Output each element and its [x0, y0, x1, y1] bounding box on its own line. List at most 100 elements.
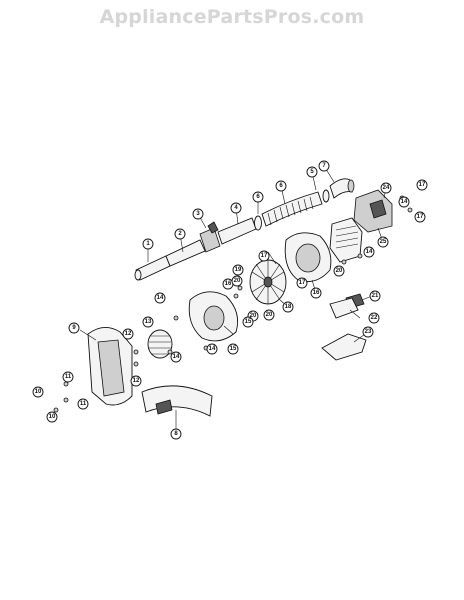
callout-23: 23 — [362, 326, 374, 338]
callout-11a: 11 — [62, 371, 74, 383]
callout-14d: 14 — [363, 246, 375, 258]
svg-text:14: 14 — [401, 199, 408, 205]
svg-text:11: 11 — [65, 374, 72, 380]
svg-text:25: 25 — [380, 239, 387, 245]
callout-14c: 14 — [206, 343, 218, 355]
engine-cover-vent — [369, 199, 387, 219]
svg-text:3: 3 — [196, 211, 200, 217]
callout-15: 15 — [227, 343, 239, 355]
callout-10a: 10 — [32, 386, 44, 398]
part-flex-tube — [261, 191, 323, 227]
callout-12b: 12 — [130, 375, 142, 387]
callout-17c: 17 — [416, 179, 428, 191]
svg-text:22: 22 — [371, 315, 378, 321]
frame-pad — [97, 339, 125, 397]
callout-8: 8 — [170, 428, 182, 440]
callout-14a: 14 — [154, 292, 166, 304]
part-tube-section — [217, 217, 257, 245]
callout-7: 7 — [318, 160, 330, 172]
callout-2: 2 — [174, 228, 186, 240]
svg-text:20: 20 — [266, 312, 273, 318]
svg-text:12: 12 — [133, 378, 140, 384]
callout-9: 9 — [68, 322, 80, 334]
svg-text:5: 5 — [310, 169, 314, 175]
svg-text:23: 23 — [365, 329, 372, 335]
nozzle-opening — [134, 269, 142, 281]
svg-text:14: 14 — [209, 346, 216, 352]
svg-text:15: 15 — [245, 319, 252, 325]
housing-opening — [295, 243, 321, 273]
watermark-logo: AppliancePartsPros.com — [99, 6, 365, 28]
clamp-knob — [207, 221, 219, 234]
elbow-opening — [347, 179, 355, 193]
blower-tube-assembly — [134, 178, 355, 281]
svg-text:7: 7 — [322, 163, 326, 169]
front-housing-inlet — [203, 305, 225, 331]
svg-text:16: 16 — [225, 281, 232, 287]
svg-text:6: 6 — [256, 194, 260, 200]
impeller — [249, 259, 287, 305]
svg-text:8: 8 — [174, 431, 178, 437]
engine-assembly — [329, 189, 393, 263]
svg-text:14: 14 — [366, 249, 373, 255]
strap-belt — [141, 385, 213, 417]
svg-text:20: 20 — [336, 268, 343, 274]
svg-text:17: 17 — [417, 214, 424, 220]
callout-1: 1 — [142, 238, 154, 250]
callout-25: 25 — [377, 236, 389, 248]
callout-17d: 17 — [414, 211, 426, 223]
svg-text:2: 2 — [178, 231, 182, 237]
callout-16b: 16 — [310, 287, 322, 299]
svg-text:10: 10 — [49, 414, 56, 420]
svg-text:13: 13 — [145, 319, 152, 325]
callout-22: 22 — [368, 312, 380, 324]
part-tube-clamp — [199, 227, 221, 253]
svg-text:4: 4 — [234, 205, 238, 211]
fan-housing-back — [284, 232, 332, 283]
svg-text:11: 11 — [80, 401, 87, 407]
callout-13: 13 — [142, 316, 154, 328]
callout-17a: 17 — [258, 250, 270, 262]
callout-20d: 20 — [263, 309, 275, 321]
callout-10b: 10 — [46, 411, 58, 423]
callout-17b: 17 — [296, 277, 308, 289]
callout-4: 4 — [230, 202, 242, 214]
svg-text:6: 6 — [279, 183, 283, 189]
callout-12a: 12 — [122, 328, 134, 340]
part-23-base — [321, 333, 367, 361]
intake-grille — [147, 329, 173, 359]
svg-text:17: 17 — [419, 182, 426, 188]
svg-text:19: 19 — [235, 267, 242, 273]
callout-6b: 6 — [275, 180, 287, 192]
svg-text:24: 24 — [383, 185, 390, 191]
callout-24: 24 — [380, 182, 392, 194]
callout-3: 3 — [192, 208, 204, 220]
callout-19: 19 — [232, 264, 244, 276]
svg-text:18: 18 — [285, 304, 292, 310]
part-22 — [329, 297, 359, 319]
impeller-hub — [263, 276, 273, 288]
callout-5: 5 — [306, 166, 318, 178]
svg-text:9: 9 — [72, 325, 76, 331]
callout-6: 6 — [252, 191, 264, 203]
svg-text:1: 1 — [146, 241, 150, 247]
callout-21: 21 — [369, 290, 381, 302]
svg-text:21: 21 — [372, 293, 379, 299]
part-straight-tube — [165, 239, 206, 267]
callout-15b: 15 — [242, 316, 254, 328]
callout-11b: 11 — [77, 398, 89, 410]
fan-housing-front — [188, 291, 239, 342]
svg-text:17: 17 — [299, 280, 306, 286]
svg-text:10: 10 — [35, 389, 42, 395]
svg-text:20: 20 — [234, 278, 241, 284]
part-ring — [254, 215, 262, 231]
callout-14b: 14 — [170, 351, 182, 363]
svg-text:15: 15 — [230, 346, 237, 352]
svg-text:20: 20 — [250, 313, 257, 319]
svg-text:12: 12 — [125, 331, 132, 337]
callout-16a: 16 — [222, 278, 234, 290]
callout-20c: 20 — [333, 265, 345, 277]
callout-18: 18 — [282, 301, 294, 313]
strap-buckle — [155, 399, 173, 415]
